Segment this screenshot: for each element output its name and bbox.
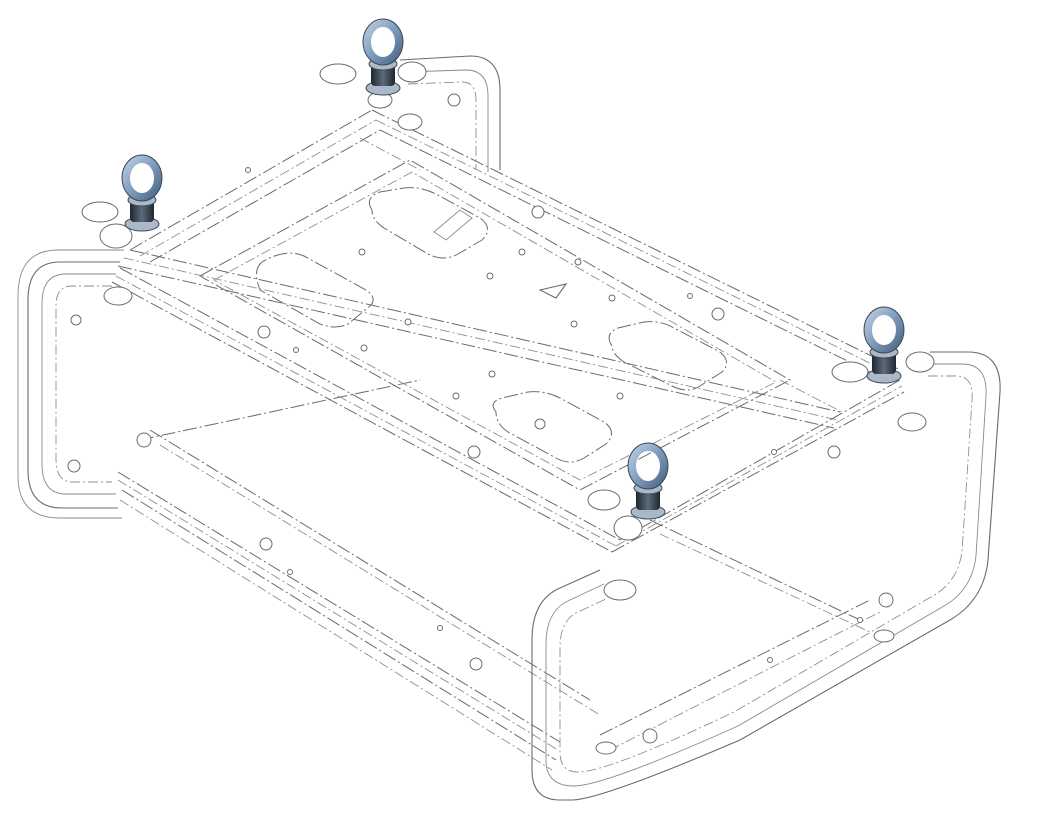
eyebolt-right-ring-edge xyxy=(863,306,905,354)
top-rail-front xyxy=(111,267,905,553)
plate-cutout-right xyxy=(608,321,727,391)
center-plate xyxy=(198,137,843,491)
eyebolt-right-ring xyxy=(864,307,904,353)
eyebolt-front-ring-edge xyxy=(627,442,669,490)
rail-bolts xyxy=(67,93,894,744)
eyebolt-left-ring-edge xyxy=(121,154,163,202)
plate-holes xyxy=(245,117,863,663)
top-rail-left-short xyxy=(129,109,381,263)
bottom-side-rail-right xyxy=(149,429,601,716)
eyebolt-left-ring xyxy=(122,155,162,201)
plate-cutout-top xyxy=(368,187,488,259)
right-end-loop xyxy=(531,351,1001,801)
plate-arrow-marker xyxy=(538,283,568,299)
bottom-cross-rails xyxy=(139,379,881,751)
eyebolt-back-ring xyxy=(363,19,403,65)
quick-release-pins xyxy=(81,61,935,541)
top-rail-right-long xyxy=(371,109,901,381)
back-end-loop xyxy=(399,55,501,172)
left-end-loop xyxy=(17,249,124,519)
feet-nuts xyxy=(103,113,927,755)
top-rail-left-long xyxy=(117,249,841,429)
plate-cutout-left xyxy=(256,252,374,328)
eyebolt-front xyxy=(627,442,669,520)
eyebolt-front-ring xyxy=(628,443,668,489)
bottom-side-rail-left xyxy=(117,471,561,771)
eyebolt-back-ring-edge xyxy=(362,18,404,66)
eyebolt-back xyxy=(362,18,404,96)
plate-cutout-bottom xyxy=(492,391,612,463)
eyebolt-left xyxy=(121,154,163,232)
eyebolt-right xyxy=(863,306,905,384)
